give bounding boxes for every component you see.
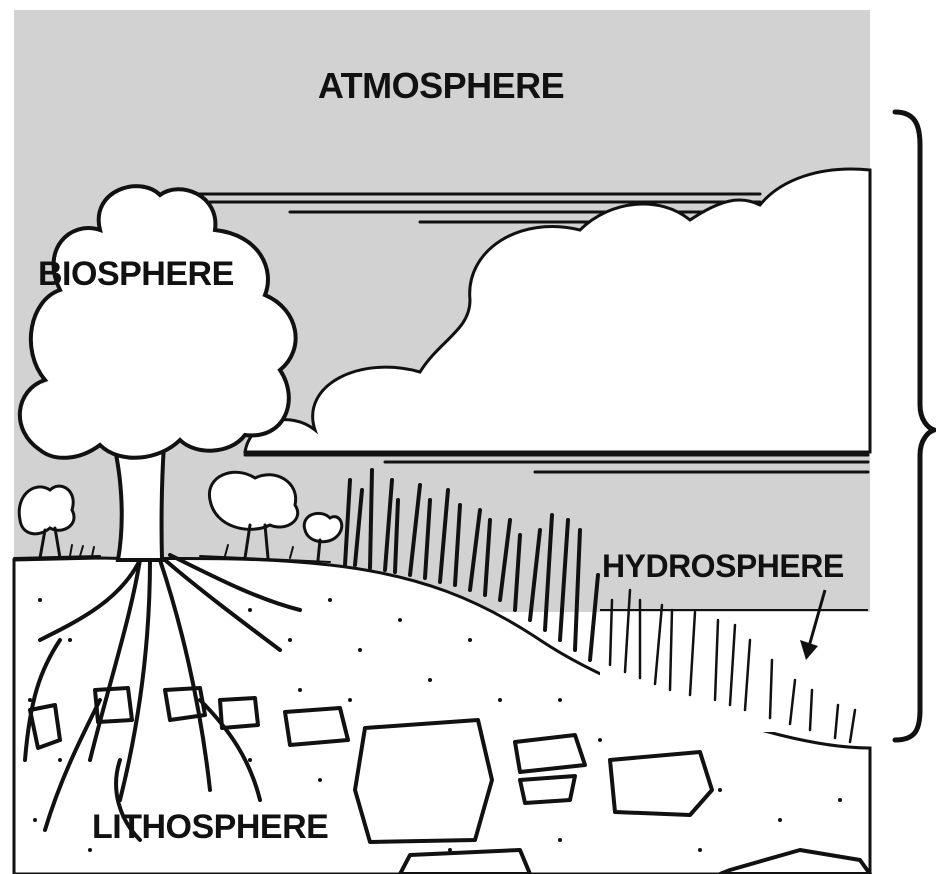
right-brace <box>895 112 934 740</box>
hydrosphere-label: HYDROSPHERE <box>602 548 844 584</box>
lithosphere-label: LITHOSPHERE <box>92 808 328 846</box>
atmosphere-label: ATMOSPHERE <box>318 65 564 106</box>
biosphere-label: BIOSPHERE <box>38 255 234 293</box>
